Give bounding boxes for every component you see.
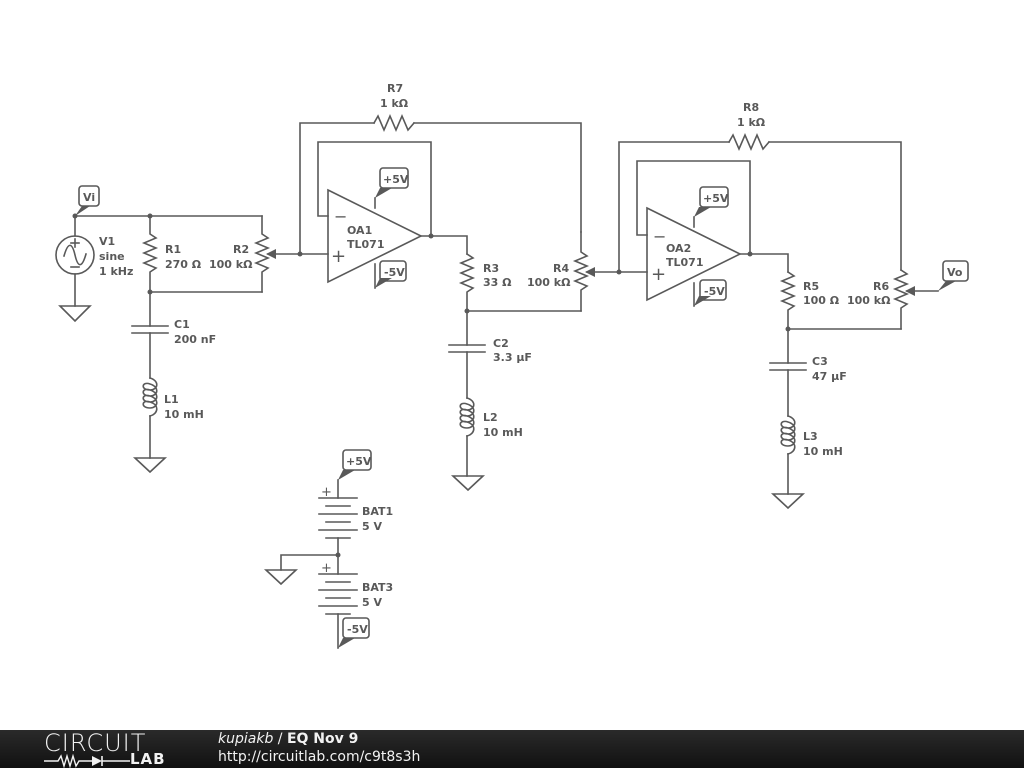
svg-text:+: + — [651, 264, 666, 285]
potentiometer-r2[interactable] — [253, 215, 301, 293]
bat3-name: BAT3 — [362, 581, 393, 594]
net-label-neg-bat[interactable]: -5V — [338, 617, 370, 648]
svg-text:-5V: -5V — [384, 266, 405, 279]
v1-type: sine — [99, 250, 125, 263]
circuit-title: kupiakb / EQ Nov 9 — [218, 731, 358, 747]
r2-name: R2 — [233, 243, 249, 256]
capacitor-c3[interactable] — [769, 328, 807, 417]
oa1-name: OA1 — [347, 224, 372, 237]
l2-value: 10 mH — [483, 426, 523, 439]
circuit-name[interactable]: EQ Nov 9 — [286, 731, 359, 747]
battery-bat1[interactable]: + — [318, 479, 358, 575]
svg-text:-5V: -5V — [347, 623, 368, 636]
l2-name: L2 — [483, 411, 498, 424]
voltage-source-v1[interactable] — [55, 215, 95, 307]
ground-icon — [770, 493, 806, 510]
c3-name: C3 — [812, 355, 828, 368]
r3-name: R3 — [483, 262, 499, 275]
r8-value: 1 kΩ — [737, 116, 766, 129]
net-label-neg-oa2[interactable]: -5V — [693, 279, 727, 307]
l3-value: 10 mH — [803, 445, 843, 458]
r8-name: R8 — [743, 101, 759, 114]
svg-text:-5V: -5V — [704, 285, 725, 298]
ground-icon — [450, 475, 486, 492]
l1-value: 10 mH — [164, 408, 204, 421]
c1-value: 200 nF — [174, 333, 216, 346]
potentiometer-r6[interactable] — [892, 268, 939, 330]
resistor-r5[interactable] — [779, 270, 797, 330]
resistor-r7[interactable] — [372, 113, 416, 133]
bat1-name: BAT1 — [362, 505, 393, 518]
r4-name: R4 — [553, 262, 569, 275]
svg-text:+: + — [321, 561, 332, 576]
v1-frequency: 1 kHz — [99, 265, 133, 278]
net-label-pos-oa2[interactable]: +5V — [693, 186, 729, 228]
ground-icon — [132, 457, 168, 474]
svg-text:+5V: +5V — [346, 455, 372, 468]
l1-name: L1 — [164, 393, 179, 406]
v1-name: V1 — [99, 235, 115, 248]
c3-value: 47 µF — [812, 370, 847, 383]
inductor-l2[interactable] — [459, 397, 475, 477]
schematic-canvas: V1 sine 1 kHz Vi R1 270 Ω R2 100 kΩ C1 2… — [55, 82, 969, 649]
inductor-l3[interactable] — [780, 415, 796, 495]
opamp-oa1[interactable]: − + — [327, 188, 423, 284]
net-label-vo[interactable]: Vo — [938, 260, 969, 291]
resistor-r3[interactable] — [458, 252, 476, 312]
logo-lab-text: LAB — [130, 750, 166, 768]
potentiometer-r4[interactable] — [572, 231, 620, 312]
r2-value: 100 kΩ — [209, 258, 253, 271]
battery-bat3[interactable]: + — [318, 561, 358, 649]
net-label-pos-bat[interactable]: +5V — [338, 449, 372, 480]
net-label-vi[interactable]: Vi — [75, 185, 100, 216]
svg-text:+5V: +5V — [703, 192, 729, 205]
capacitor-c1[interactable] — [131, 291, 169, 379]
svg-text:+: + — [331, 246, 346, 267]
ground-icon — [263, 569, 299, 586]
title-separator: / — [273, 731, 287, 747]
author-link[interactable]: kupiakb — [218, 731, 274, 747]
c2-name: C2 — [493, 337, 509, 350]
oa2-name: OA2 — [666, 242, 691, 255]
bat3-value: 5 V — [362, 596, 382, 609]
r5-value: 100 Ω — [803, 294, 840, 307]
svg-text:Vi: Vi — [83, 191, 95, 204]
circuit-url[interactable]: http://circuitlab.com/c9t8s3h — [218, 749, 421, 765]
r4-value: 100 kΩ — [527, 276, 571, 289]
r1-name: R1 — [165, 243, 181, 256]
c2-value: 3.3 µF — [493, 351, 532, 364]
resistor-r8[interactable] — [727, 132, 771, 152]
r1-value: 270 Ω — [165, 258, 202, 271]
opamp-oa2[interactable]: − + — [646, 206, 742, 302]
circuitlab-logo[interactable]: CIRCUIT — [44, 729, 147, 757]
r6-name: R6 — [873, 280, 889, 293]
net-label-pos-oa1[interactable]: +5V — [374, 167, 409, 209]
r7-name: R7 — [387, 82, 403, 95]
r5-name: R5 — [803, 280, 819, 293]
r3-value: 33 Ω — [483, 276, 512, 289]
ground-icon — [58, 305, 92, 323]
inductor-l1[interactable] — [142, 377, 158, 459]
resistor-diode-logo-icon — [44, 753, 130, 768]
svg-text:Vo: Vo — [947, 266, 963, 279]
c1-name: C1 — [174, 318, 190, 331]
r6-value: 100 kΩ — [847, 294, 891, 307]
footer-bar: CIRCUIT LAB kupiakb / EQ Nov 9 http://ci… — [0, 730, 1024, 768]
svg-text:−: − — [334, 207, 347, 226]
net-label-neg-oa1[interactable]: -5V — [374, 260, 407, 289]
capacitor-c2[interactable] — [448, 310, 486, 399]
svg-text:+5V: +5V — [383, 173, 409, 186]
l3-name: L3 — [803, 430, 818, 443]
svg-text:+: + — [321, 485, 332, 500]
svg-text:−: − — [653, 227, 666, 246]
oa2-part: TL071 — [666, 256, 703, 269]
oa1-part: TL071 — [347, 238, 384, 251]
bat1-value: 5 V — [362, 520, 382, 533]
r7-value: 1 kΩ — [380, 97, 409, 110]
resistor-r1[interactable] — [141, 215, 159, 293]
